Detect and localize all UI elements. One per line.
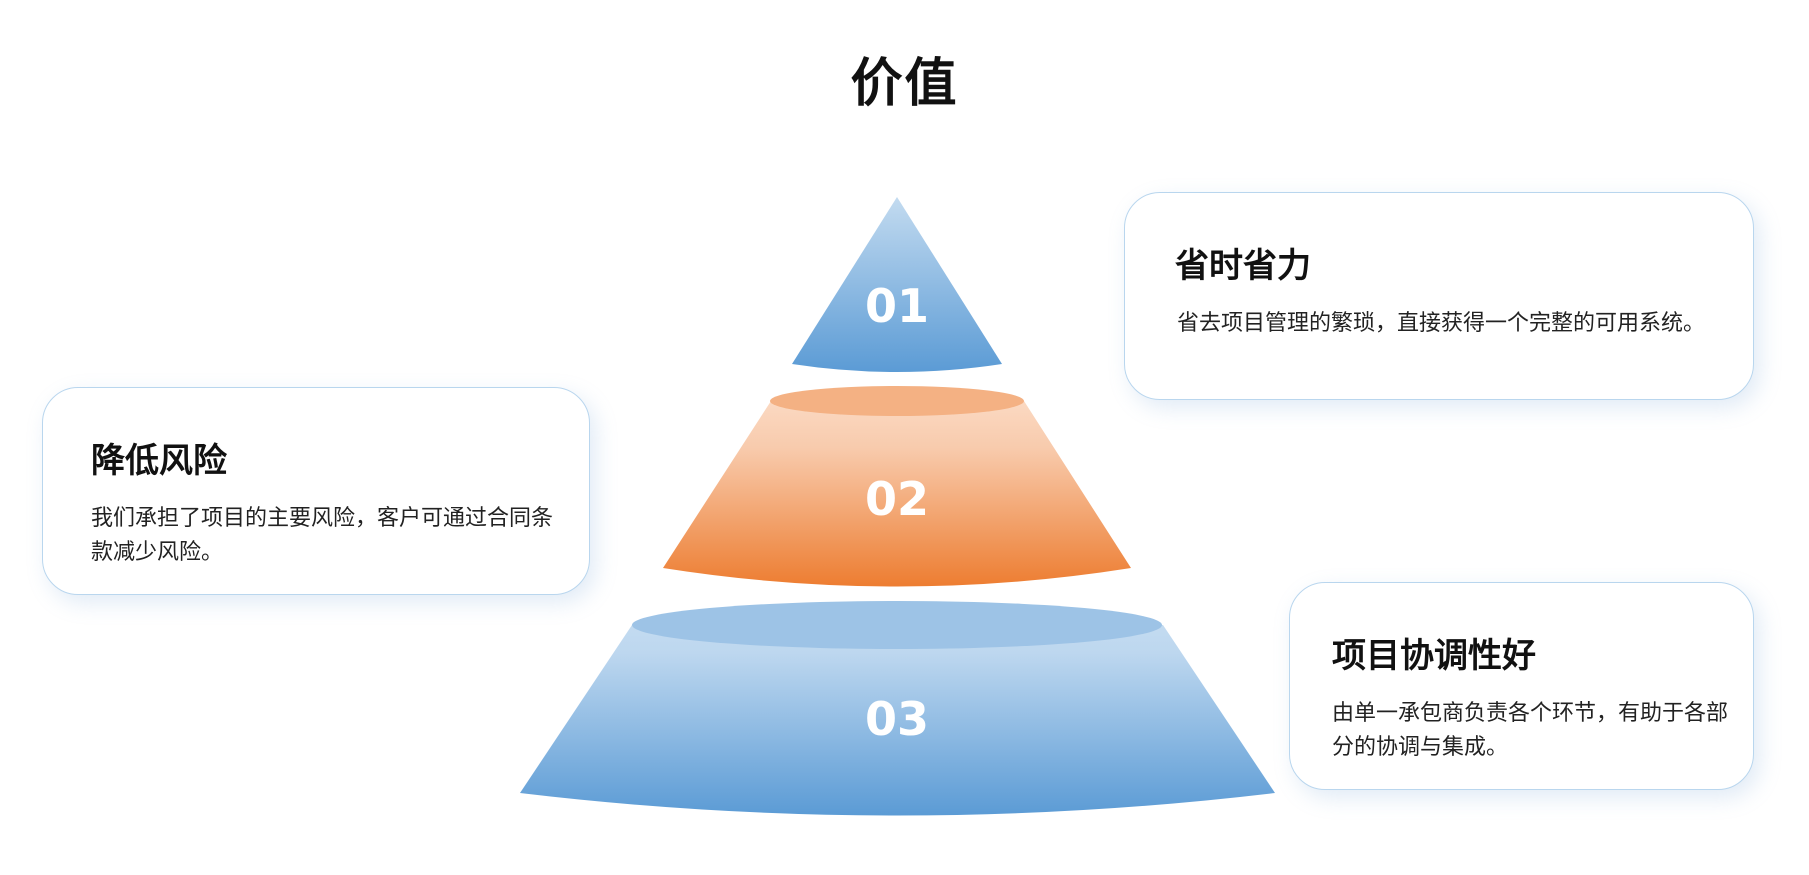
pyramid-level-02-top (770, 386, 1024, 416)
pyramid-level-03-body (520, 625, 1275, 816)
page-title: 价值 (850, 54, 959, 114)
value-card-02: 降低风险 我们承担了项目的主要风险，客户可通过合同条款减少风险。 (42, 387, 590, 595)
pyramid-level-01: 01 (792, 197, 1002, 372)
value-card-02-title: 降低风险 (91, 441, 227, 481)
value-card-03-title: 项目协调性好 (1332, 636, 1536, 676)
value-card-01-title: 省时省力 (1175, 246, 1311, 286)
value-card-01: 省时省力 省去项目管理的繁琐，直接获得一个完整的可用系统。 (1124, 192, 1754, 400)
pyramid-level-01-number: 01 (865, 279, 929, 333)
value-card-02-description: 我们承担了项目的主要风险，客户可通过合同条款减少风险。 (91, 506, 554, 565)
pyramid-level-03: 03 (520, 601, 1275, 816)
pyramid-level-02: 02 (663, 386, 1131, 587)
pyramid-level-03-top (632, 601, 1162, 649)
pyramid-level-01-body (792, 197, 1002, 372)
value-card-03-description: 由单一承包商负责各个环节，有助于各部分的协调与集成。 (1332, 701, 1729, 760)
pyramid-level-02-body (663, 401, 1131, 587)
pyramid-level-03-number: 03 (865, 692, 929, 746)
pyramid-level-02-number: 02 (865, 472, 929, 526)
value-card-01-description: 省去项目管理的繁琐，直接获得一个完整的可用系统。 (1177, 311, 1706, 336)
value-card-03: 项目协调性好 由单一承包商负责各个环节，有助于各部分的协调与集成。 (1289, 582, 1754, 790)
